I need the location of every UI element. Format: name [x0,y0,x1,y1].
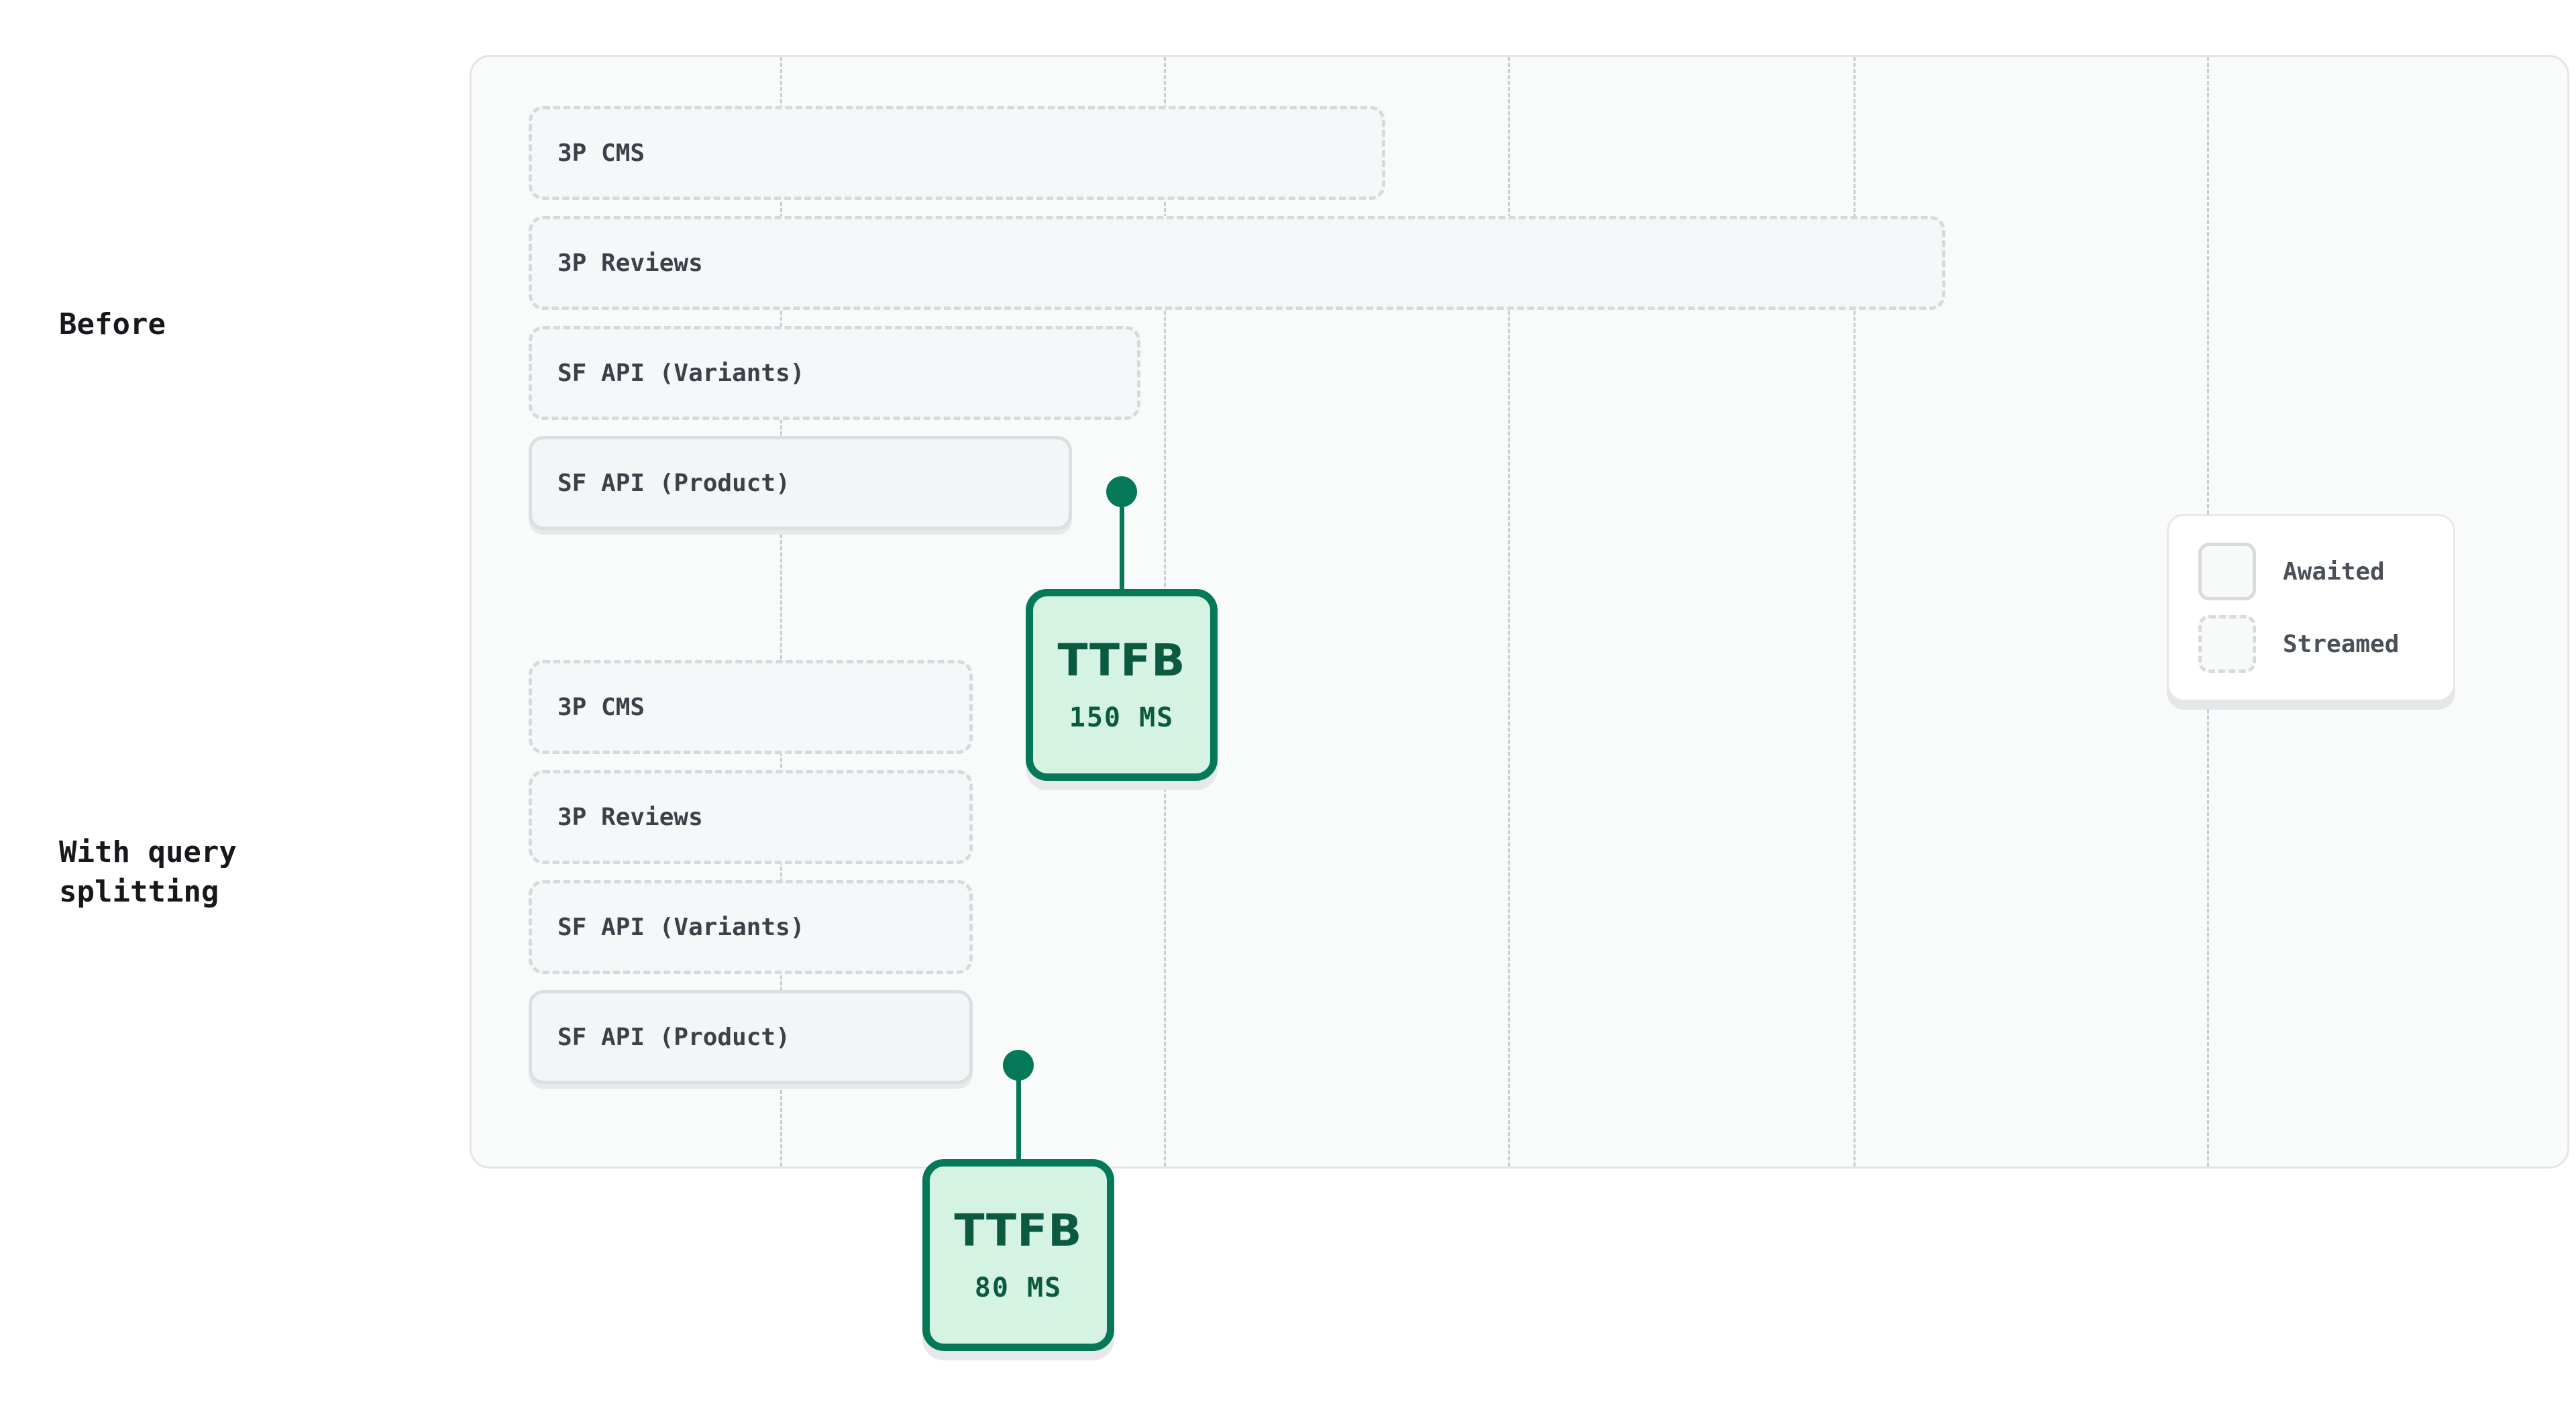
bar-label: SF API (Product) [557,469,790,497]
bar-split-sf-api-product: SF API (Product) [529,990,973,1084]
bar-split-sf-api-variants: SF API (Variants) [529,880,973,974]
bar-split-3p-cms: 3P CMS [529,660,973,754]
ttfb-stem-before [1120,492,1124,589]
section-label-before: Before [59,307,166,341]
bar-label: 3P Reviews [557,249,703,277]
bar-label: SF API (Product) [557,1023,790,1051]
ttfb-callout-before: TTFB 150 MS [1026,589,1218,781]
gridline-1 [780,57,782,1167]
bar-before-3p-cms: 3P CMS [529,106,1385,200]
gridline-4 [1854,57,1856,1167]
gridline-3 [1508,57,1510,1167]
ttfb-stem-split [1016,1065,1021,1159]
ttfb-callout-split: TTFB 80 MS [922,1159,1114,1351]
bar-before-sf-api-product: SF API (Product) [529,436,1072,530]
ttfb-value: 80 MS [974,1272,1063,1303]
ttfb-title: TTFB [1057,635,1186,686]
ttfb-dot-before [1106,476,1137,507]
bar-before-3p-reviews: 3P Reviews [529,216,1945,310]
ttfb-value: 150 MS [1069,702,1175,733]
solid-square-icon [2198,543,2256,600]
section-label-with-query-splitting: With query splitting [59,835,237,909]
legend-item-awaited: Awaited [2198,535,2453,608]
bar-before-sf-api-variants: SF API (Variants) [529,326,1140,420]
bar-label: SF API (Variants) [557,359,805,387]
bar-label: SF API (Variants) [557,913,805,941]
dashed-square-icon [2198,615,2256,673]
legend-label: Streamed [2283,630,2400,658]
legend: Awaited Streamed [2167,514,2455,702]
bar-label: 3P CMS [557,693,645,721]
bar-split-3p-reviews: 3P Reviews [529,770,973,864]
legend-label: Awaited [2283,557,2385,586]
legend-item-streamed: Streamed [2198,608,2453,680]
bar-label: 3P Reviews [557,803,703,831]
bar-label: 3P CMS [557,139,645,167]
ttfb-dot-split [1003,1050,1034,1081]
ttfb-title: TTFB [954,1205,1083,1256]
